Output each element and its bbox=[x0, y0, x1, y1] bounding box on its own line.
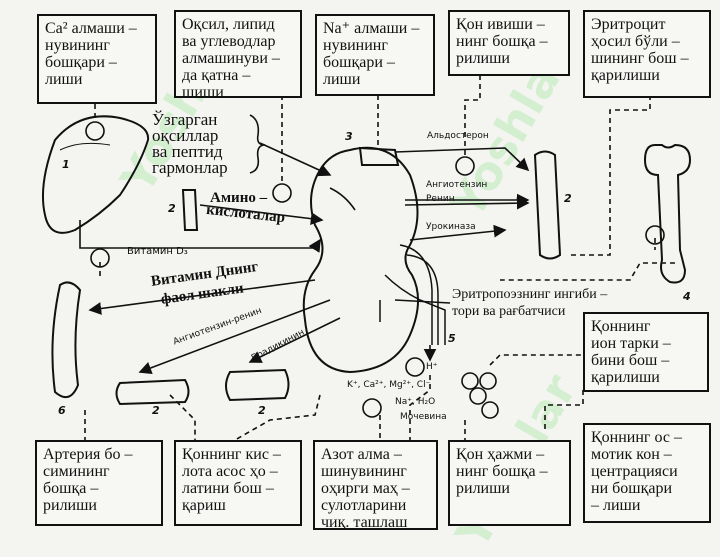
label-renin: Ренин bbox=[426, 194, 455, 204]
arrow-vitd3 bbox=[79, 220, 321, 253]
label-aldosterone: Альдостерон bbox=[427, 131, 489, 141]
marker-6: 6 bbox=[58, 404, 66, 417]
box-blood-volume: Қон ҳажми – нинг бошқа – рилиши bbox=[448, 440, 571, 526]
box-calcium-regulation: Ca² алмаши – нувининг бошқари – лиши bbox=[37, 14, 157, 104]
marker-2-amino: 2 bbox=[168, 202, 176, 215]
arrow-amino bbox=[199, 204, 324, 225]
organ-2-bottom-mid bbox=[225, 368, 290, 402]
liver bbox=[42, 115, 150, 234]
label-erythropoiesis: Эритропоэзнинг ингиби – bbox=[452, 287, 608, 302]
arrow-urokinase bbox=[409, 224, 507, 241]
marker-1: 1 bbox=[62, 158, 70, 171]
connector bbox=[500, 238, 675, 281]
label-vitamin-d3: Витамин D₃ bbox=[127, 246, 188, 257]
marker-5: 5 bbox=[448, 332, 456, 345]
arrow-renin bbox=[404, 196, 530, 210]
box-metabolism-participation: Оқсил, липид ва углеводлар алмашинуви – … bbox=[174, 10, 302, 101]
box-acid-base: Қоннинг кис – лота асос ҳо – латини бош … bbox=[174, 440, 302, 526]
marker-2-right: 2 bbox=[564, 192, 572, 205]
arrow-na bbox=[329, 187, 356, 211]
label-used-proteins: Ўзгарган оқсиллар ва пептид гармонлар bbox=[152, 110, 228, 177]
arrow-bradykinin bbox=[248, 317, 341, 363]
marker-2-bottom-mid: 2 bbox=[258, 404, 266, 417]
label-erythropoiesis-2: тори ва рағбатчиси bbox=[452, 304, 566, 319]
label-angiotensin: Ангиотензин bbox=[426, 180, 488, 190]
intestine bbox=[51, 281, 82, 399]
box-erythrocyte-regulation: Эритроцит ҳосил бўли – шининг бош – қари… bbox=[583, 10, 711, 98]
vessel bbox=[406, 254, 439, 345]
label-h-plus: H⁺ bbox=[426, 362, 438, 372]
box-sodium-regulation: Na⁺ алмаши – нувининг бошқари – лиши bbox=[315, 14, 435, 96]
connector bbox=[489, 354, 583, 366]
connector bbox=[568, 95, 651, 256]
diagram-canvas: Yoshlar Yoshlar Yoshlar bbox=[35, 10, 711, 557]
arrow-vitd-active bbox=[88, 279, 316, 315]
label-urokinase: Урокиназа bbox=[426, 222, 476, 232]
arrow-erythro bbox=[394, 299, 451, 304]
label-na-h2o: Na⁺, H₂O bbox=[395, 397, 436, 407]
organ-2-right bbox=[533, 150, 562, 260]
kidney bbox=[302, 146, 420, 374]
connector bbox=[544, 390, 584, 430]
arrow-proteins bbox=[259, 142, 332, 177]
marker-3: 3 bbox=[345, 130, 353, 143]
box-arterial-pressure: Артерия бо – симининг бошқа – рилиши bbox=[35, 440, 163, 526]
label-urea: Мочевина bbox=[400, 412, 447, 422]
organ-2-bottom-left bbox=[115, 378, 190, 406]
bone bbox=[643, 143, 692, 284]
connector bbox=[409, 375, 431, 440]
box-nitrogen-excretion: Азот алма – шинувининг оҳирги маҳ – суло… bbox=[313, 440, 438, 531]
ureter bbox=[379, 274, 446, 345]
arrow-aldosterone bbox=[394, 147, 530, 172]
marker-2-bottom-left: 2 bbox=[152, 404, 160, 417]
connector bbox=[169, 394, 196, 440]
label-ions: K⁺, Ca²⁺, Mg²⁺, Cl⁻ bbox=[347, 380, 431, 390]
arrow-angio-renin bbox=[138, 299, 331, 375]
box-ion-composition: Қоннинг ион тарки – бини бош – қарилиши bbox=[583, 312, 709, 392]
box-coagulation-regulation: Қон ивиши – нинг бошқа – рилиши bbox=[448, 10, 570, 76]
label-amino-acids: Амино – bbox=[210, 190, 268, 206]
marker-4: 4 bbox=[683, 290, 691, 303]
organ-2-amino bbox=[181, 189, 199, 231]
connector bbox=[234, 394, 321, 441]
diagram-drawing bbox=[42, 75, 692, 441]
box-osmotic-regulation: Қоннинг ос – мотик кон – центрацияси ни … bbox=[583, 423, 711, 523]
connector bbox=[464, 75, 481, 158]
